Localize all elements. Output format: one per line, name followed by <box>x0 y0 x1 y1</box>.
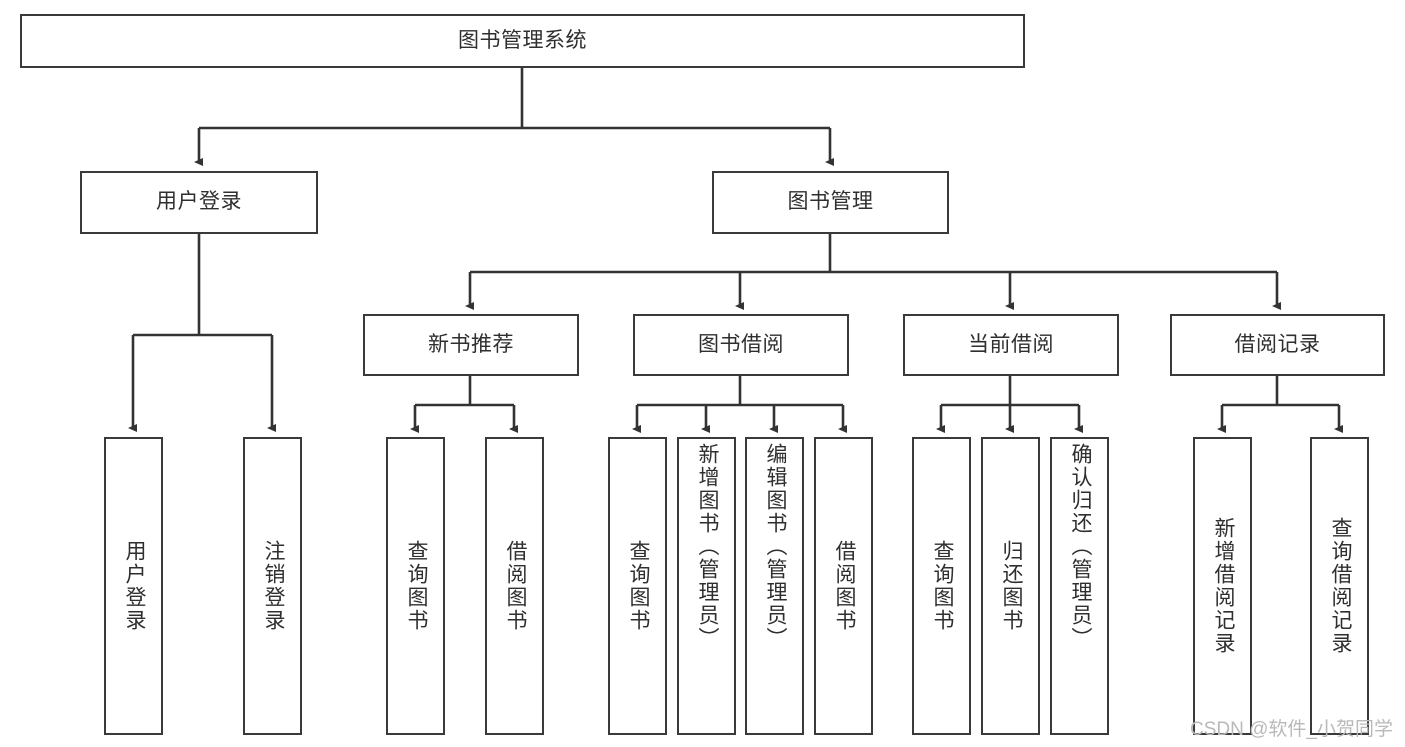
node-user-login[interactable]: 用户登录 <box>80 171 318 234</box>
csdn-watermark: CSDN @软件_小贺同学 <box>1190 719 1393 740</box>
node-borrow-record[interactable]: 借阅记录 <box>1170 314 1385 376</box>
node-leaf-add-book-label: 新增图书（管理员） <box>695 443 719 650</box>
node-leaf-query-book-2-label: 查询图书 <box>626 540 650 632</box>
node-leaf-confirm-return-label: 确认归还（管理员） <box>1068 443 1092 650</box>
node-leaf-return-book[interactable]: 归还图书 <box>981 437 1040 735</box>
node-leaf-borrow-book-1[interactable]: 借阅图书 <box>485 437 544 735</box>
node-book-management[interactable]: 图书管理 <box>712 171 949 234</box>
node-leaf-add-book[interactable]: 新增图书（管理员） <box>677 437 736 735</box>
node-leaf-user-login-label: 用户登录 <box>122 540 146 632</box>
node-new-book-recommend[interactable]: 新书推荐 <box>363 314 579 376</box>
node-leaf-user-logout-label: 注销登录 <box>261 540 285 632</box>
node-leaf-return-book-label: 归还图书 <box>999 540 1023 632</box>
node-leaf-query-book-3-label: 查询图书 <box>930 540 954 632</box>
node-book-borrow[interactable]: 图书借阅 <box>633 314 849 376</box>
node-leaf-user-logout[interactable]: 注销登录 <box>243 437 302 735</box>
node-leaf-edit-book-label: 编辑图书（管理员） <box>763 443 787 650</box>
node-new-book-recommend-label: 新书推荐 <box>428 332 514 356</box>
node-leaf-add-record[interactable]: 新增借阅记录 <box>1193 437 1252 735</box>
node-leaf-query-record-label: 查询借阅记录 <box>1328 517 1352 655</box>
node-leaf-query-book-2[interactable]: 查询图书 <box>608 437 667 735</box>
node-user-login-label: 用户登录 <box>156 190 242 214</box>
node-book-management-label: 图书管理 <box>787 190 874 214</box>
node-root-label: 图书管理系统 <box>458 28 587 52</box>
node-leaf-query-book-3[interactable]: 查询图书 <box>912 437 971 735</box>
node-leaf-confirm-return[interactable]: 确认归还（管理员） <box>1050 437 1109 735</box>
node-leaf-query-record[interactable]: 查询借阅记录 <box>1310 437 1369 735</box>
node-current-borrow[interactable]: 当前借阅 <box>903 314 1119 376</box>
node-leaf-borrow-book-2[interactable]: 借阅图书 <box>814 437 873 735</box>
node-leaf-borrow-book-1-label: 借阅图书 <box>503 540 527 632</box>
node-leaf-query-book-1[interactable]: 查询图书 <box>386 437 445 735</box>
node-book-borrow-label: 图书借阅 <box>698 332 784 356</box>
node-leaf-user-login[interactable]: 用户登录 <box>104 437 163 735</box>
node-leaf-borrow-book-2-label: 借阅图书 <box>832 540 856 632</box>
node-current-borrow-label: 当前借阅 <box>968 332 1054 356</box>
node-leaf-query-book-1-label: 查询图书 <box>404 540 428 632</box>
node-leaf-edit-book[interactable]: 编辑图书（管理员） <box>745 437 804 735</box>
node-borrow-record-label: 借阅记录 <box>1234 332 1321 356</box>
node-leaf-add-record-label: 新增借阅记录 <box>1211 517 1235 655</box>
node-root[interactable]: 图书管理系统 <box>20 14 1025 68</box>
